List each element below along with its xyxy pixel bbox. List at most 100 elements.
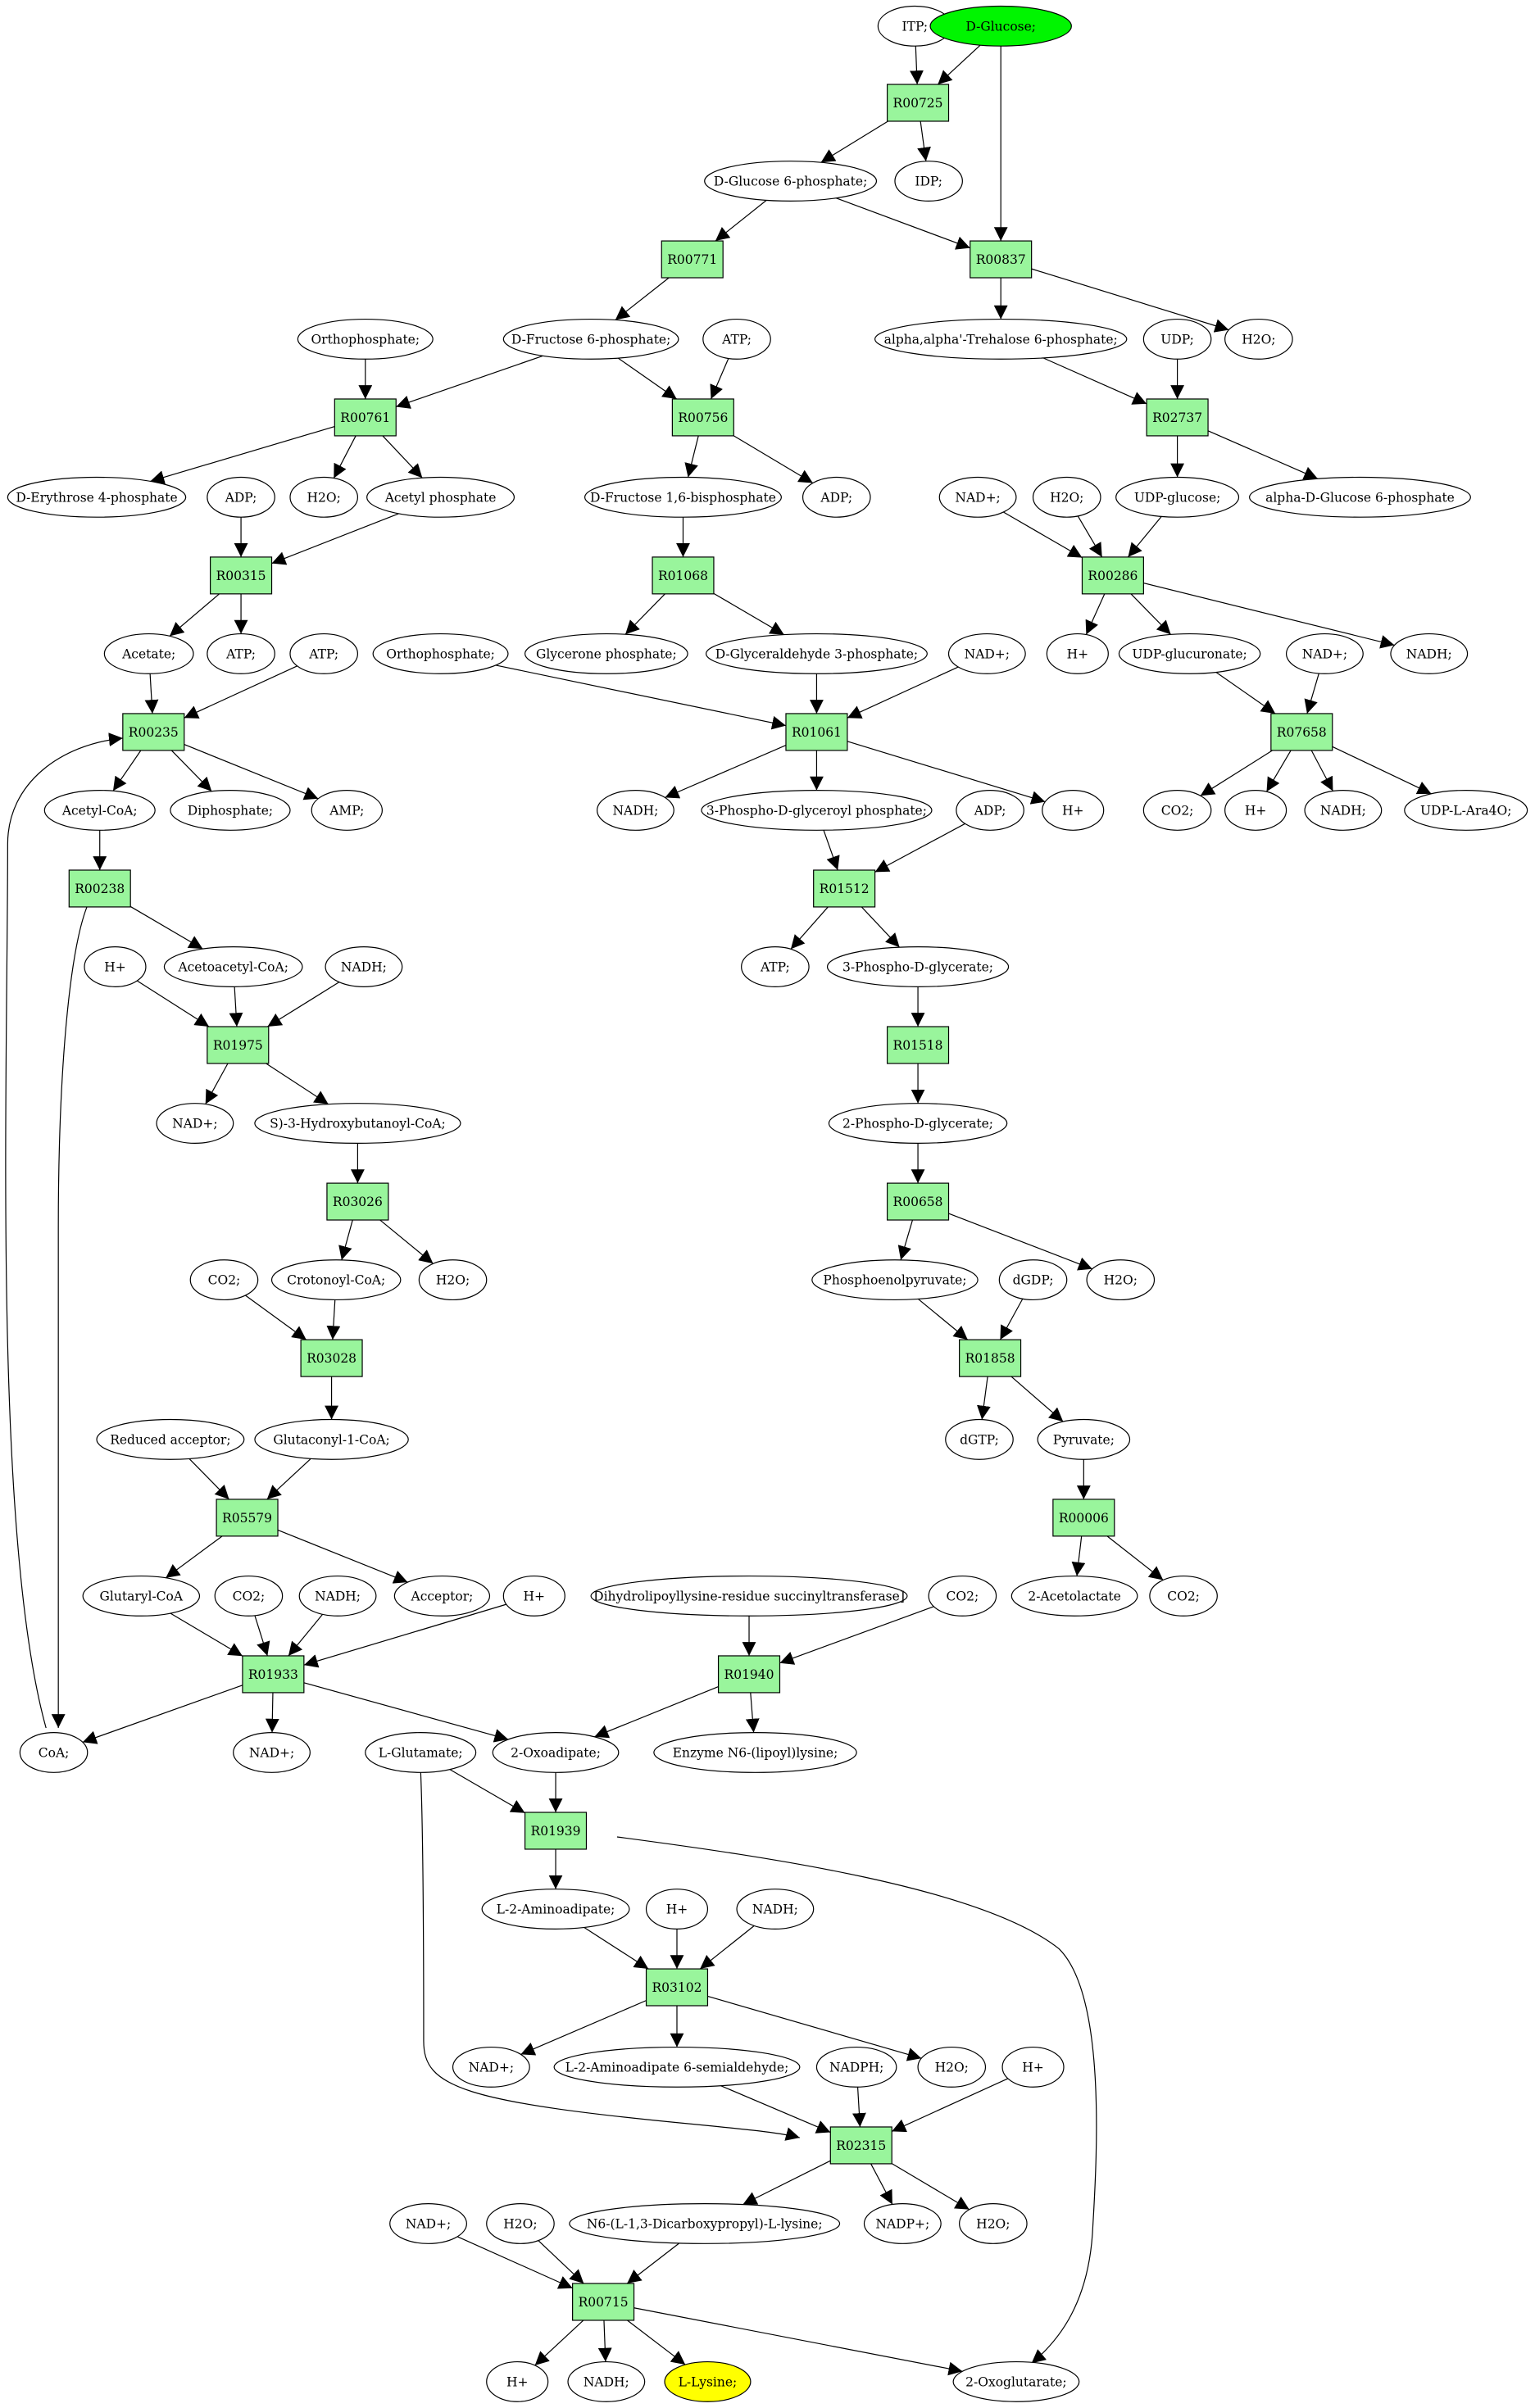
compound-node-oxoglutarate[interactable]: 2-Oxoglutarate;: [952, 2360, 1080, 2402]
compound-node-h2o_r03026[interactable]: H2O;: [418, 1259, 488, 1301]
compound-node-co2_r03028[interactable]: CO2;: [189, 1259, 259, 1301]
compound-node-pyruvate[interactable]: Pyruvate;: [1037, 1418, 1131, 1460]
compound-node-pg3[interactable]: 3-Phospho-D-glycerate;: [826, 946, 1010, 987]
compound-node-nad_r01061[interactable]: NAD+;: [947, 633, 1026, 674]
compound-node-lipoyllys[interactable]: Enzyme N6-(lipoyl)lysine;: [653, 1732, 857, 1773]
reaction-node-r01518[interactable]: R01518: [886, 1026, 950, 1064]
reaction-node-r00715[interactable]: R00715: [572, 2283, 635, 2321]
compound-node-lglu[interactable]: L-Glutamate;: [365, 1732, 477, 1773]
reaction-node-r01933[interactable]: R01933: [242, 1655, 305, 1694]
compound-node-glutconcoa[interactable]: Glutaconyl-1-CoA;: [254, 1418, 409, 1460]
reaction-node-r02737[interactable]: R02737: [1146, 398, 1209, 437]
compound-node-nadh_r01933[interactable]: NADH;: [298, 1575, 377, 1617]
compound-node-idp[interactable]: IDP;: [894, 161, 963, 202]
reaction-node-r03028[interactable]: R03028: [300, 1339, 363, 1377]
compound-node-atp_r00235[interactable]: ATP;: [289, 633, 359, 674]
compound-node-orthophos1[interactable]: Orthophosphate;: [297, 318, 434, 360]
compound-node-hplus_r02315[interactable]: H+: [1001, 2046, 1065, 2088]
compound-node-aminoadipate[interactable]: L-2-Aminoadipate;: [481, 1889, 630, 1930]
compound-node-h2o_r02315[interactable]: H2O;: [959, 2203, 1028, 2244]
reaction-node-r00756[interactable]: R00756: [671, 398, 734, 437]
reaction-node-r07658[interactable]: R07658: [1270, 713, 1333, 751]
compound-node-redacc[interactable]: Reduced acceptor;: [96, 1418, 245, 1460]
compound-node-g3p[interactable]: D-Glyceraldehyde 3-phosphate;: [705, 633, 928, 674]
reaction-node-r01061[interactable]: R01061: [785, 713, 848, 751]
compound-node-h2o_r00658[interactable]: H2O;: [1086, 1259, 1156, 1301]
compound-node-acetolactate[interactable]: 2-Acetolactate: [1010, 1575, 1138, 1617]
compound-node-nadh_r01061[interactable]: NADH;: [596, 789, 674, 831]
compound-node-nadh_r00286[interactable]: NADH;: [1390, 633, 1469, 674]
compound-node-atp1[interactable]: ATP;: [702, 318, 771, 360]
compound-node-atp_r00315[interactable]: ATP;: [207, 633, 275, 674]
compound-node-hplus_r03102[interactable]: H+: [645, 1889, 709, 1930]
compound-node-hplus_r01933[interactable]: H+: [502, 1575, 565, 1617]
compound-node-adp2[interactable]: ADP;: [802, 476, 871, 518]
compound-node-treh6p[interactable]: alpha,alpha'-Trehalose 6-phosphate;: [874, 318, 1128, 360]
reaction-node-r00725[interactable]: R00725: [886, 84, 950, 122]
compound-node-hbcoa[interactable]: S)-3-Hydroxybutanoyl-CoA;: [254, 1103, 461, 1144]
compound-node-dglucose[interactable]: D-Glucose;: [929, 5, 1072, 47]
compound-node-nad_r01975[interactable]: NAD+;: [156, 1103, 234, 1144]
reaction-node-r01858[interactable]: R01858: [959, 1339, 1022, 1377]
compound-node-pep[interactable]: Phosphoenolpyruvate;: [811, 1259, 979, 1301]
compound-node-ag6p[interactable]: alpha-D-Glucose 6-phosphate: [1249, 476, 1471, 518]
compound-node-g6p[interactable]: D-Glucose 6-phosphate;: [704, 161, 878, 202]
reaction-node-r02315[interactable]: R02315: [829, 2126, 892, 2165]
reaction-node-r00286[interactable]: R00286: [1081, 556, 1144, 595]
compound-node-nadh_r07658[interactable]: NADH;: [1304, 789, 1383, 831]
compound-node-udpglcur[interactable]: UDP-glucuronate;: [1118, 633, 1261, 674]
compound-node-amp[interactable]: AMP;: [311, 789, 383, 831]
compound-node-udpara[interactable]: UDP-L-Ara4O;: [1404, 789, 1528, 831]
compound-node-nad_r01933[interactable]: NAD+;: [233, 1732, 311, 1773]
compound-node-h2o_r03102[interactable]: H2O;: [917, 2046, 987, 2088]
reaction-node-r00771[interactable]: R00771: [661, 240, 724, 279]
compound-node-orthophos2[interactable]: Orthophosphate;: [372, 633, 509, 674]
compound-node-oxoadipate[interactable]: 2-Oxoadipate;: [492, 1732, 620, 1773]
compound-node-hplus_r07658[interactable]: H+: [1224, 789, 1287, 831]
compound-node-h2o_r00715[interactable]: H2O;: [486, 2203, 555, 2244]
compound-node-llysine[interactable]: L-Lysine;: [664, 2360, 752, 2402]
compound-node-nadph[interactable]: NADPH;: [815, 2046, 897, 2088]
compound-node-nad_r00715[interactable]: NAD+;: [389, 2203, 467, 2244]
compound-node-acetate[interactable]: Acetate;: [103, 633, 194, 674]
reaction-node-r01068[interactable]: R01068: [652, 556, 715, 595]
compound-node-acetylcoa[interactable]: Acetyl-CoA;: [43, 789, 156, 831]
reaction-node-r00837[interactable]: R00837: [970, 240, 1033, 279]
compound-node-udp[interactable]: UDP;: [1142, 318, 1212, 360]
compound-node-co2_r01940[interactable]: CO2;: [928, 1575, 997, 1617]
compound-node-acceptor[interactable]: Acceptor;: [393, 1575, 491, 1617]
compound-node-acetylp[interactable]: Acetyl phosphate: [366, 476, 515, 518]
compound-node-hplus_r01975[interactable]: H+: [84, 946, 147, 987]
reaction-node-r00006[interactable]: R00006: [1052, 1499, 1115, 1537]
reaction-node-r03026[interactable]: R03026: [326, 1182, 389, 1221]
compound-node-hplus_r01061[interactable]: H+: [1042, 789, 1105, 831]
compound-node-nad_r07658[interactable]: NAD+;: [1285, 633, 1364, 674]
compound-node-e4p[interactable]: D-Erythrose 4-phosphate: [7, 476, 187, 518]
compound-node-adp3[interactable]: ADP;: [956, 789, 1024, 831]
compound-node-udpglc[interactable]: UDP-glucose;: [1115, 476, 1240, 518]
compound-node-hplus_r00286[interactable]: H+: [1046, 633, 1109, 674]
reaction-node-r01975[interactable]: R01975: [207, 1026, 270, 1064]
reaction-node-r05579[interactable]: R05579: [216, 1499, 279, 1537]
reaction-node-r03102[interactable]: R03102: [645, 1968, 709, 2007]
reaction-node-r00238[interactable]: R00238: [68, 869, 131, 908]
compound-node-atp_r01512[interactable]: ATP;: [741, 946, 810, 987]
compound-node-h2o_r00286[interactable]: H2O;: [1032, 476, 1101, 518]
compound-node-f6p[interactable]: D-Fructose 6-phosphate;: [502, 318, 679, 360]
compound-node-coa[interactable]: CoA;: [19, 1732, 89, 1773]
reaction-node-r00235[interactable]: R00235: [122, 713, 185, 751]
compound-node-dlst[interactable]: Dihydrolipoyllysine-residue succinyltran…: [590, 1575, 908, 1617]
compound-node-saccharopine[interactable]: N6-(L-1,3-Dicarboxypropyl)-L-lysine;: [569, 2203, 841, 2244]
compound-node-glyp[interactable]: Glycerone phosphate;: [524, 633, 688, 674]
compound-node-co2_r07658[interactable]: CO2;: [1142, 789, 1212, 831]
compound-node-dgdp[interactable]: dGDP;: [998, 1259, 1068, 1301]
reaction-node-r01940[interactable]: R01940: [717, 1655, 781, 1694]
reaction-node-r01512[interactable]: R01512: [813, 869, 876, 908]
compound-node-glutcoa[interactable]: Glutaryl-CoA: [82, 1575, 201, 1617]
compound-node-h2o_r00761[interactable]: H2O;: [289, 476, 359, 518]
compound-node-co2_r00006[interactable]: CO2;: [1149, 1575, 1218, 1617]
compound-node-nadp[interactable]: NADP+;: [863, 2203, 942, 2244]
reaction-node-r01939[interactable]: R01939: [524, 1812, 588, 1850]
compound-node-nadh_r03102[interactable]: NADH;: [736, 1889, 815, 1930]
compound-node-pg2[interactable]: 2-Phospho-D-glycerate;: [828, 1103, 1008, 1144]
